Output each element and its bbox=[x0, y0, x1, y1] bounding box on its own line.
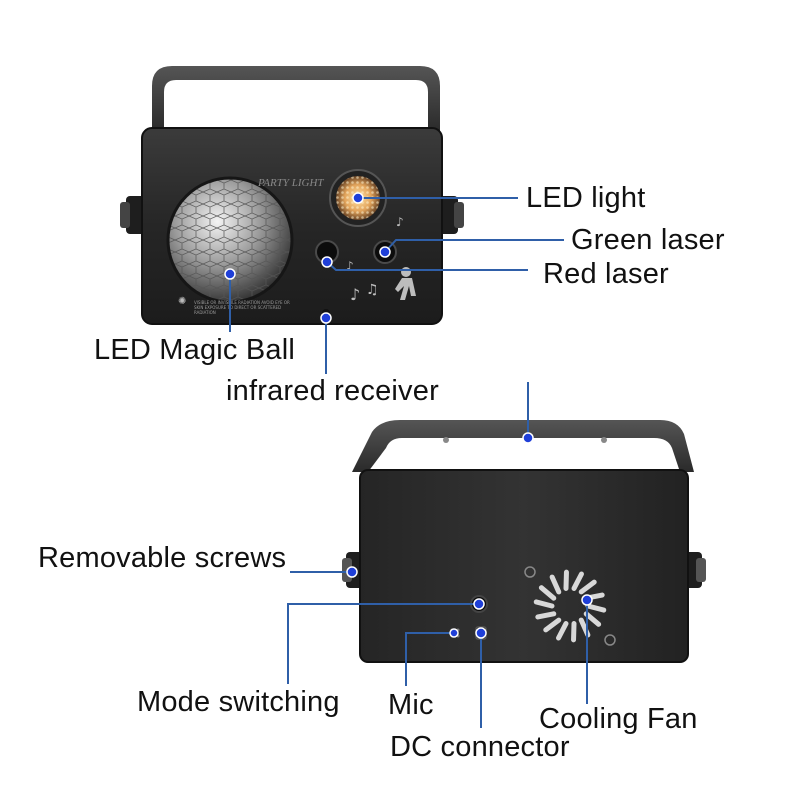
label-mode-switching: Mode switching bbox=[137, 686, 340, 718]
mic-callout-line bbox=[405, 632, 454, 686]
label-infrared-receiver: infrared receiver bbox=[226, 375, 439, 407]
label-dc-connector: DC connector bbox=[390, 731, 570, 763]
svg-text:✺: ✺ bbox=[178, 296, 186, 307]
mode-switching-callout-line bbox=[287, 603, 479, 684]
fan-vent-slot bbox=[543, 617, 562, 633]
back-unit bbox=[342, 420, 706, 663]
fan-vent-slot bbox=[538, 585, 557, 601]
brand-text: PARTY LIGHT bbox=[257, 177, 324, 189]
label-red-laser: Red laser bbox=[543, 258, 669, 290]
fan-vent-slot bbox=[535, 611, 557, 620]
warning-text: VISIBLE OR INVISIBLE RADIATION AVOID EYE… bbox=[194, 300, 290, 315]
svg-text:♪: ♪ bbox=[350, 285, 360, 304]
fan-vent-slot bbox=[585, 603, 607, 613]
label-led-magic-ball: LED Magic Ball bbox=[94, 334, 296, 366]
label-led-light: LED light bbox=[526, 182, 646, 214]
fan-vent-slot bbox=[549, 574, 562, 595]
fan-vent-slot bbox=[578, 579, 597, 595]
label-mic: Mic bbox=[388, 689, 434, 721]
svg-text:♪: ♪ bbox=[396, 215, 404, 229]
fan-vent-slot bbox=[583, 611, 602, 627]
front-unit: PARTY LIGHT ♪ ♫ ♪ ♪ ✺ VISIBLE OR INVISIB… bbox=[120, 66, 464, 325]
svg-text:♪: ♪ bbox=[346, 259, 354, 273]
label-removable-screws: Removable screws bbox=[38, 542, 287, 574]
back-handle bbox=[352, 420, 694, 472]
fan-vent-slot bbox=[571, 571, 584, 591]
label-cooling-fan: Cooling Fan bbox=[539, 703, 698, 735]
label-green-laser: Green laser bbox=[571, 224, 725, 256]
fan-vent-slot bbox=[556, 621, 569, 641]
callout-dots bbox=[224, 192, 593, 639]
back-body bbox=[360, 470, 688, 662]
fan-vent-slot bbox=[533, 599, 555, 609]
front-handle bbox=[152, 66, 440, 132]
svg-text:♫: ♫ bbox=[366, 282, 379, 298]
warning-sticker: ✺ VISIBLE OR INVISIBLE RADIATION AVOID E… bbox=[178, 296, 290, 315]
